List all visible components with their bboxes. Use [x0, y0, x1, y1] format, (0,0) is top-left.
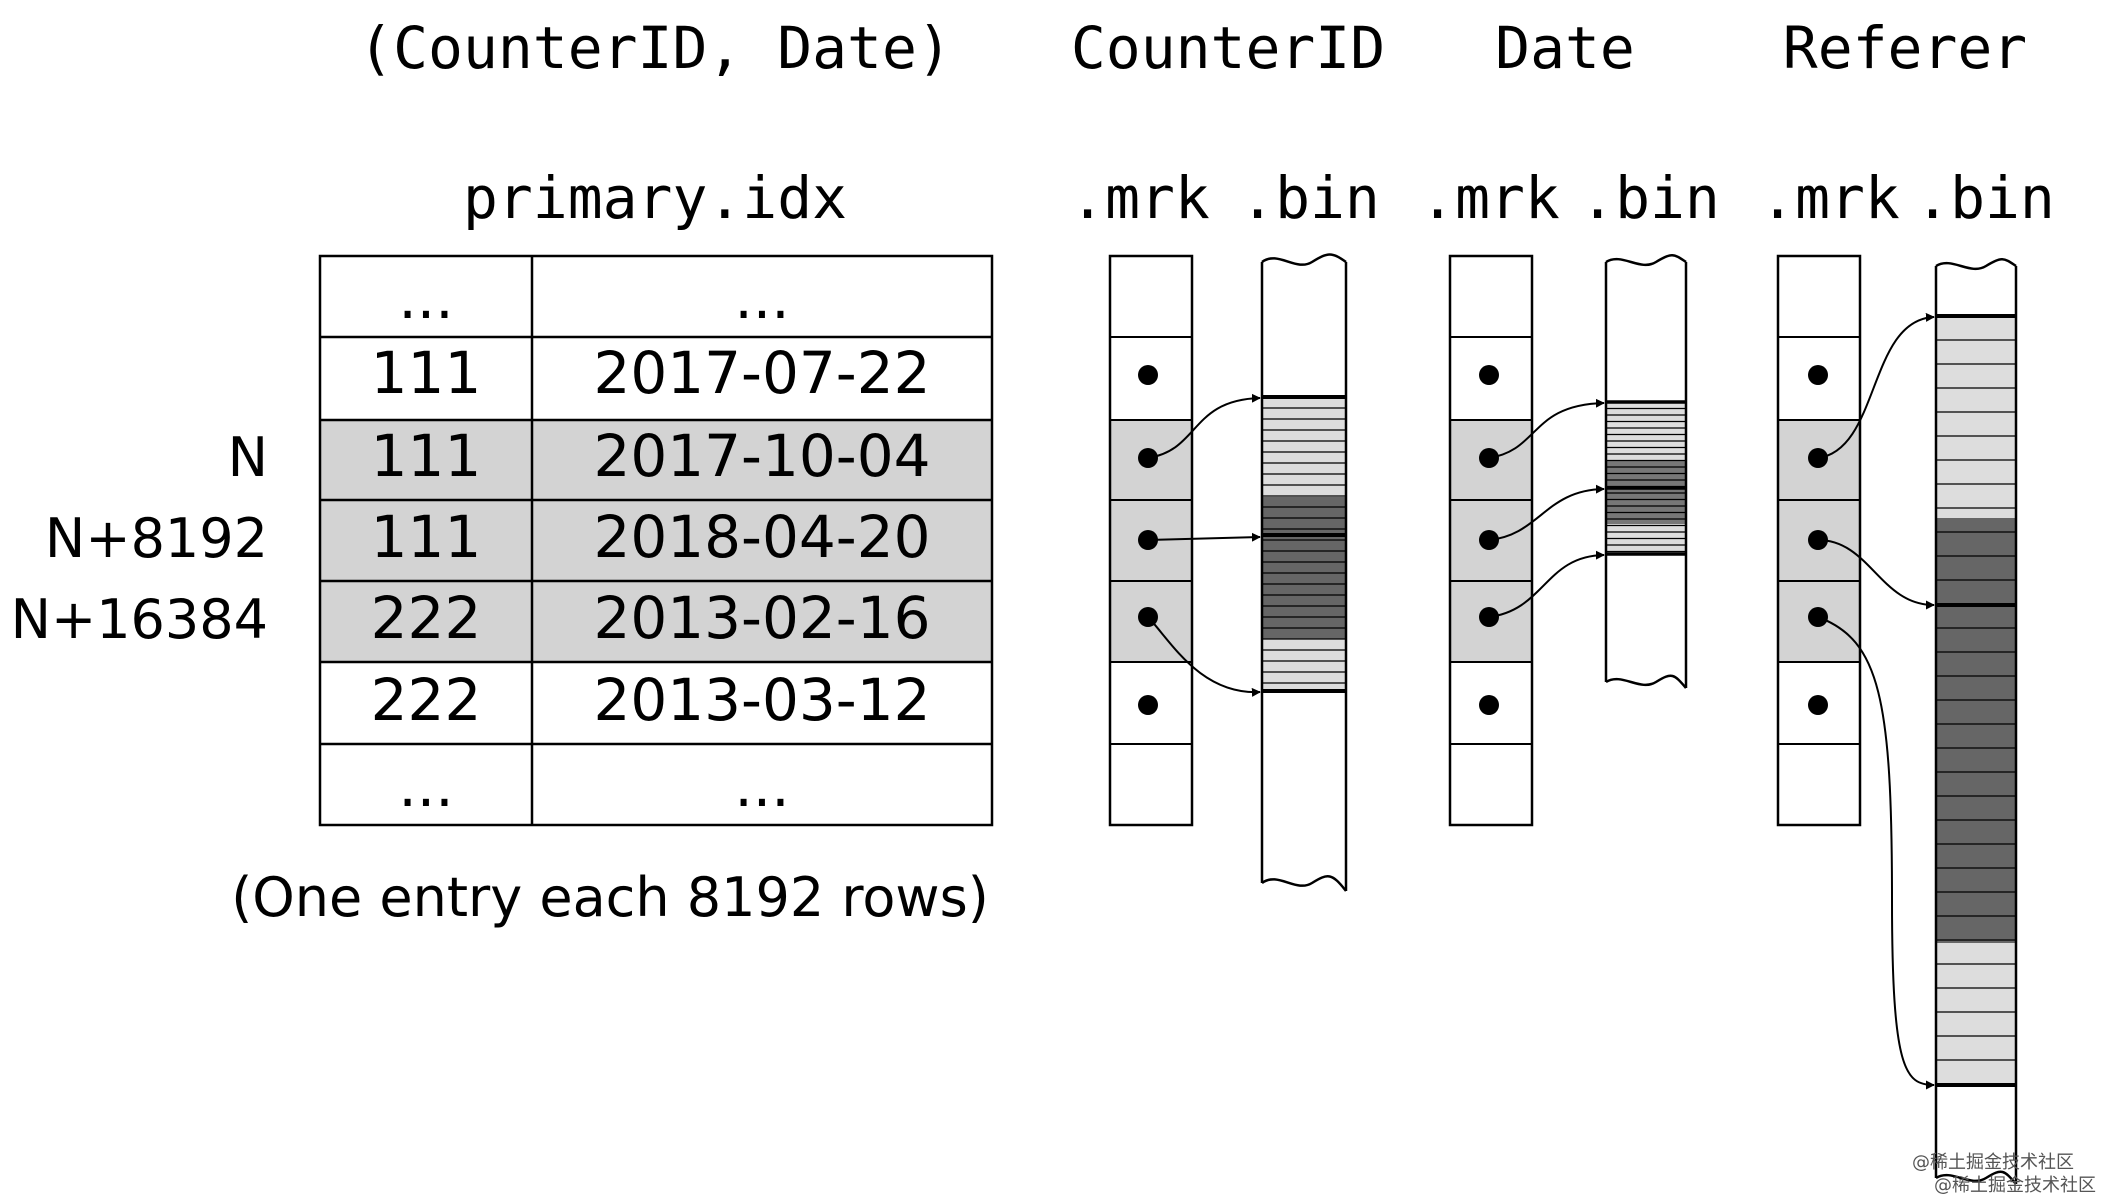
- arrow: [1488, 484, 1605, 541]
- highlight-band: [320, 420, 992, 662]
- index-file-label: primary.idx: [463, 164, 847, 232]
- mrk-label-referer: .mrk: [1760, 164, 1900, 232]
- table-border: [318, 254, 994, 827]
- table-cell: ...: [398, 264, 453, 332]
- table-cell: 111: [371, 422, 482, 490]
- arrow: [1817, 616, 1935, 1090]
- table-cell: 2018-04-20: [593, 503, 930, 571]
- table-cell: ...: [734, 264, 789, 332]
- mark-dot: [1479, 365, 1499, 385]
- table-cell: 222: [371, 666, 482, 734]
- column-header-referer: Referer: [1783, 14, 2027, 82]
- table-cell: ...: [398, 752, 453, 820]
- arrow: [1817, 312, 1935, 459]
- mark-dot: [1479, 695, 1499, 715]
- referer-bin-file: [1934, 258, 2018, 1185]
- primary-key-header: (CounterID, Date): [358, 14, 952, 82]
- mark-dot: [1808, 695, 1828, 715]
- date-bin-file: [1604, 254, 1688, 689]
- watermark: @稀土掘金技术社区: [1934, 1175, 2096, 1196]
- mark-dot: [1138, 695, 1158, 715]
- row-label-n: N: [228, 426, 268, 489]
- table-cell: ...: [734, 752, 789, 820]
- table-cell: 2013-03-12: [593, 666, 930, 734]
- arrow: [1147, 393, 1261, 459]
- primary-index-table: ... ... 111 2017-07-22 111 2017-10-04 11…: [318, 254, 994, 827]
- table-cell: 111: [371, 339, 482, 407]
- row-label-n-16384: N+16384: [11, 588, 268, 651]
- mrk-label-date: .mrk: [1420, 164, 1560, 232]
- bin-label-date: .bin: [1580, 164, 1720, 232]
- column-header-counterid: CounterID: [1071, 14, 1385, 82]
- mark-to-bin-arrows: [1147, 312, 1935, 1090]
- table-cell: 2013-02-16: [593, 584, 930, 652]
- table-cell: 111: [371, 503, 482, 571]
- arrow: [1147, 616, 1261, 697]
- row-label-n-8192: N+8192: [45, 507, 268, 570]
- bin-label-referer: .bin: [1915, 164, 2055, 232]
- counterid-bin-file: [1260, 253, 1348, 892]
- column-header-date: Date: [1495, 14, 1635, 82]
- watermark: @稀土掘金技术社区: [1912, 1152, 2074, 1173]
- table-cell: 2017-10-04: [593, 422, 930, 490]
- caption: (One entry each 8192 rows): [231, 866, 989, 929]
- table-cell: 2017-07-22: [593, 339, 930, 407]
- arrow: [1817, 539, 1935, 610]
- mark-dot: [1138, 365, 1158, 385]
- bin-label-counterid: .bin: [1240, 164, 1380, 232]
- arrow: [1488, 398, 1605, 459]
- arrow: [1488, 550, 1605, 618]
- mrk-label-counterid: .mrk: [1070, 164, 1210, 232]
- arrow: [1147, 532, 1261, 542]
- mark-dot: [1808, 365, 1828, 385]
- table-cell: 222: [371, 584, 482, 652]
